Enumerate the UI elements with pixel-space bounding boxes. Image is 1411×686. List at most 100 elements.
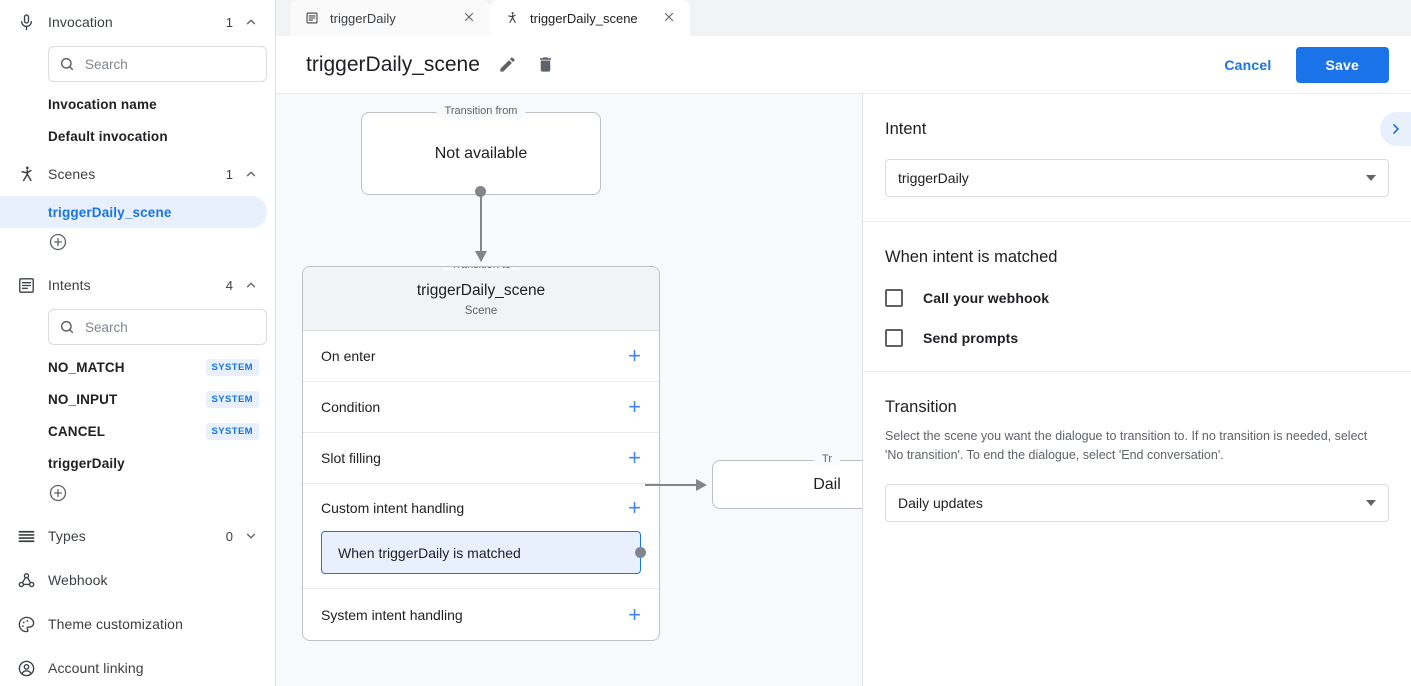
scene-row-label: System intent handling (321, 606, 463, 623)
add-scene-icon[interactable] (48, 233, 68, 256)
sidebar-group-count: 1 (225, 14, 233, 30)
add-intent-row (0, 479, 275, 514)
palette-icon (14, 612, 38, 636)
sidebar-item-triggerdaily-scene[interactable]: triggerDaily_scene (0, 196, 267, 228)
sidebar-group-invocation[interactable]: Invocation 1 (0, 0, 275, 44)
account-icon (14, 656, 38, 680)
add-scene-row (0, 228, 275, 263)
connector-dot-right (635, 547, 646, 558)
intents-icon (14, 273, 38, 297)
intents-search-input[interactable] (85, 319, 256, 335)
intents-icon (304, 10, 320, 26)
chevron-right-icon[interactable] (1380, 112, 1411, 146)
sidebar-item-label: NO_MATCH (48, 359, 125, 375)
sidebar-group-count: 1 (225, 166, 233, 182)
cancel-button[interactable]: Cancel (1210, 48, 1285, 82)
scene-row-slot-filling[interactable]: Slot filling + (303, 433, 659, 484)
sidebar-item-default-invocation[interactable]: Default invocation (48, 128, 168, 144)
sidebar-group-label: Types (48, 528, 86, 544)
scene-row-system-intent-handling[interactable]: System intent handling + (303, 589, 659, 640)
sidebar-group-intents[interactable]: Intents 4 (0, 263, 275, 307)
add-on-enter-icon[interactable]: + (628, 343, 641, 368)
transition-from-legend: Transition from (436, 105, 526, 117)
connector-line-vertical (480, 189, 482, 261)
pencil-icon[interactable] (498, 55, 518, 75)
sidebar-group-label: Intents (48, 277, 91, 293)
scene-row-label: Custom intent handling (321, 499, 465, 516)
status-badge: SYSTEM (205, 358, 259, 376)
sidebar-group-count: 0 (225, 528, 233, 544)
scene-graph-canvas[interactable]: Transition from Not available Transition… (276, 94, 862, 686)
transition-section-title: Transition (885, 398, 957, 416)
intent-select-value: triggerDaily (898, 170, 969, 186)
invocation-search-box[interactable] (48, 46, 267, 82)
page-title: triggerDaily_scene (306, 52, 480, 76)
properties-panel: Intent triggerDaily When intent is match… (862, 94, 1411, 686)
tab-triggerdaily[interactable]: triggerDaily (290, 0, 490, 36)
chevron-up-icon[interactable] (243, 166, 259, 182)
sidebar-item-cancel[interactable]: CANCEL SYSTEM (0, 415, 275, 447)
transition-target-node[interactable]: Tr Dail (712, 453, 862, 509)
microphone-icon (14, 10, 38, 34)
close-icon[interactable] (462, 10, 478, 26)
send-prompts-checkbox[interactable] (885, 329, 903, 347)
sidebar-item-triggerdaily[interactable]: triggerDaily (0, 447, 275, 479)
sidebar-item-label: Webhook (48, 572, 108, 588)
invocation-search-input[interactable] (85, 56, 256, 72)
scenes-icon (14, 162, 38, 186)
save-button[interactable]: Save (1295, 46, 1389, 83)
transition-target-value: Dail (813, 475, 841, 493)
intent-section-title: Intent (885, 120, 927, 138)
intent-handler-chip[interactable]: When triggerDaily is matched (321, 531, 641, 574)
connector-line-horizontal (645, 484, 702, 486)
intent-handler-chip-wrap: When triggerDaily is matched (303, 531, 659, 588)
chevron-down-icon[interactable] (243, 528, 259, 544)
transition-section: Transition Select the scene you want the… (863, 372, 1411, 546)
call-your-webhook-checkbox[interactable] (885, 289, 903, 307)
send-prompts-label: Send prompts (923, 330, 1019, 346)
scene-toolbar: triggerDaily_scene Cancel Save (276, 36, 1411, 94)
scene-block-custom-intent-handling: Custom intent handling + When triggerDai… (303, 484, 659, 589)
transition-select[interactable]: Daily updates (885, 483, 1389, 522)
sidebar-item-no-input[interactable]: NO_INPUT SYSTEM (0, 383, 275, 415)
intents-search-box[interactable] (48, 309, 267, 345)
tab-triggerdaily-scene[interactable]: triggerDaily_scene (490, 0, 690, 36)
transition-target-legend: Tr (814, 453, 840, 465)
intent-select[interactable]: triggerDaily (885, 159, 1389, 197)
scenes-icon (504, 10, 520, 26)
call-your-webhook-label: Call your webhook (923, 290, 1050, 306)
send-prompts-row[interactable]: Send prompts (885, 329, 1389, 347)
scene-node-header: triggerDaily_scene Scene (303, 267, 659, 331)
add-slot-filling-icon[interactable]: + (628, 445, 641, 470)
close-icon[interactable] (662, 10, 678, 26)
sidebar-group-types[interactable]: Types 0 (0, 514, 275, 558)
scene-row-condition[interactable]: Condition + (303, 382, 659, 433)
trash-icon[interactable] (536, 55, 556, 75)
transition-to-legend: Transition to (442, 267, 520, 271)
when-intent-matched-section: When intent is matched Call your webhook… (863, 222, 1411, 372)
sidebar-item-theme-customization[interactable]: Theme customization (0, 602, 275, 646)
add-system-intent-handling-icon[interactable]: + (628, 601, 641, 627)
add-intent-icon[interactable] (48, 484, 68, 507)
scene-row-on-enter[interactable]: On enter + (303, 331, 659, 382)
add-custom-intent-handling-icon[interactable]: + (628, 494, 641, 520)
add-condition-icon[interactable]: + (628, 394, 641, 419)
left-sidebar: Invocation 1 Invocation name Default inv… (0, 0, 276, 686)
when-intent-matched-title: When intent is matched (885, 248, 1058, 266)
chevron-up-icon[interactable] (243, 14, 259, 30)
sidebar-item-invocation-name[interactable]: Invocation name (48, 96, 157, 112)
chevron-up-icon[interactable] (243, 277, 259, 293)
sidebar-item-account-linking[interactable]: Account linking (0, 646, 275, 686)
transition-select-value: Daily updates (898, 494, 983, 511)
types-icon (14, 524, 38, 548)
sidebar-item-no-match[interactable]: NO_MATCH SYSTEM (0, 351, 275, 383)
intents-search-wrap (0, 307, 275, 351)
call-your-webhook-row[interactable]: Call your webhook (885, 289, 1389, 307)
dropdown-caret-icon (1366, 175, 1376, 181)
tab-bar: triggerDaily triggerDaily_scene (276, 0, 1411, 36)
sidebar-item-webhook[interactable]: Webhook (0, 558, 275, 602)
scene-row-custom-intent-handling[interactable]: Custom intent handling + (303, 484, 659, 531)
sidebar-group-scenes[interactable]: Scenes 1 (0, 152, 275, 196)
transition-from-node[interactable]: Transition from Not available (361, 105, 601, 195)
